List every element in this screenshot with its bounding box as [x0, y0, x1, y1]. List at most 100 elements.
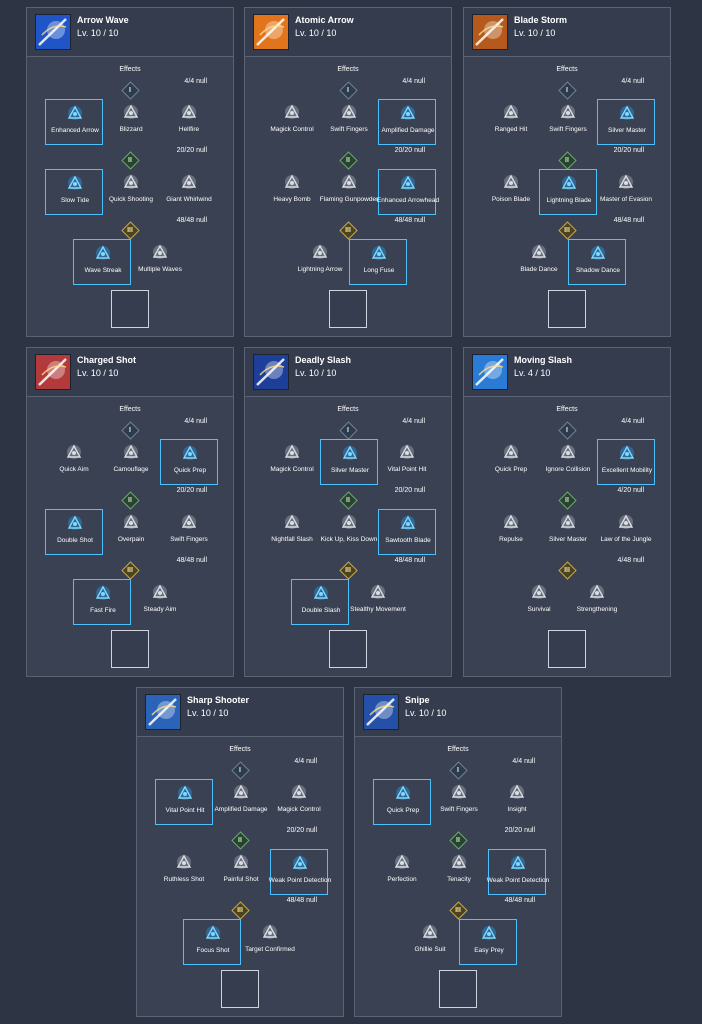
tier-1-numeral: I	[566, 87, 568, 94]
effect-option-silver-master[interactable]: Silver Master	[320, 439, 378, 485]
empty-slot[interactable]	[329, 290, 367, 328]
effect-option-quick-prep[interactable]: Quick Prep	[482, 439, 540, 485]
effect-option-ranged-hit[interactable]: Ranged Hit	[482, 99, 540, 145]
effect-option-wave-streak[interactable]: Wave Streak	[73, 239, 131, 285]
effect-option-quick-aim[interactable]: Quick Aim	[45, 439, 103, 485]
effect-option-flaming-gunpowder[interactable]: Flaming Gunpowder	[320, 169, 378, 215]
effect-option-vital-point-hit[interactable]: Vital Point Hit	[378, 439, 436, 485]
effect-option-focus-shot[interactable]: Focus Shot	[183, 919, 241, 965]
effect-option-painful-shot[interactable]: Painful Shot	[212, 849, 270, 895]
atomic-arrow-icon	[253, 14, 289, 50]
effect-option-blizzard[interactable]: Blizzard	[102, 99, 160, 145]
effect-option-swift-fingers[interactable]: Swift Fingers	[430, 779, 488, 825]
effect-option-swift-fingers[interactable]: Swift Fingers	[160, 509, 218, 555]
effect-option-quick-prep[interactable]: Quick Prep	[160, 439, 218, 485]
effect-option-amplified-damage[interactable]: Amplified Damage	[378, 99, 436, 145]
effect-option-excellent-mobility[interactable]: Excellent Mobility	[597, 439, 655, 485]
tier-2-numeral: II	[565, 157, 569, 164]
effect-option-tenacity[interactable]: Tenacity	[430, 849, 488, 895]
effect-option-lightning-blade[interactable]: Lightning Blade	[539, 169, 597, 215]
empty-slot[interactable]	[111, 630, 149, 668]
effect-option-label: Strengthening	[576, 606, 618, 613]
effect-option-quick-prep[interactable]: Quick Prep	[373, 779, 431, 825]
effect-option-strengthening[interactable]: Strengthening	[568, 579, 626, 625]
weak-point-detection-icon	[290, 853, 310, 873]
effect-option-heavy-bomb[interactable]: Heavy Bomb	[263, 169, 321, 215]
effect-option-shadow-dance[interactable]: Shadow Dance	[568, 239, 626, 285]
tier-3-points: 48/48 null	[613, 217, 644, 224]
effect-option-camouflage[interactable]: Camouflage	[102, 439, 160, 485]
effect-option-giant-whirlwind[interactable]: Giant Whirlwind	[160, 169, 218, 215]
silver-master-icon	[617, 103, 637, 123]
effect-option-double-shot[interactable]: Double Shot	[45, 509, 103, 555]
effect-option-poison-blade[interactable]: Poison Blade	[482, 169, 540, 215]
effect-option-label: Painful Shot	[223, 876, 259, 883]
effect-option-amplified-damage[interactable]: Amplified Damage	[212, 779, 270, 825]
quick-shooting-icon	[121, 172, 141, 192]
effect-option-weak-point-detection[interactable]: Weak Point Detection	[487, 849, 549, 895]
empty-slot[interactable]	[439, 970, 477, 1008]
magick-control-icon	[282, 102, 302, 122]
effect-option-overpain[interactable]: Overpain	[102, 509, 160, 555]
effect-option-double-slash[interactable]: Double Slash	[291, 579, 349, 625]
empty-slot[interactable]	[111, 290, 149, 328]
effect-option-ignore-collision[interactable]: Ignore Collision	[539, 439, 597, 485]
effect-option-ruthless-shot[interactable]: Ruthless Shot	[155, 849, 213, 895]
effect-option-enhanced-arrow[interactable]: Enhanced Arrow	[45, 99, 103, 145]
effect-option-kick-up-kiss-down[interactable]: Kick Up, Kiss Down	[320, 509, 378, 555]
tier-1-numeral: I	[566, 427, 568, 434]
easy-prey-icon	[479, 923, 499, 943]
nightfall-slash-icon	[282, 512, 302, 532]
effect-option-nightfall-slash[interactable]: Nightfall Slash	[263, 509, 321, 555]
effects-label: Effects	[119, 406, 141, 413]
skill-name: Charged Shot	[77, 355, 137, 365]
effect-option-fast-fire[interactable]: Fast Fire	[73, 579, 131, 625]
empty-slot[interactable]	[221, 970, 259, 1008]
effect-option-enhanced-arrowhead[interactable]: Enhanced Arrowhead	[377, 169, 439, 215]
insight-icon	[507, 782, 527, 802]
effect-option-swift-fingers[interactable]: Swift Fingers	[320, 99, 378, 145]
effect-option-hellfire[interactable]: Hellfire	[160, 99, 218, 145]
empty-slot[interactable]	[329, 630, 367, 668]
effect-option-long-fuse[interactable]: Long Fuse	[349, 239, 407, 285]
effect-option-magick-control[interactable]: Magick Control	[263, 99, 321, 145]
effect-option-silver-master[interactable]: Silver Master	[597, 99, 655, 145]
effect-option-sawtooth-blade[interactable]: Sawtooth Blade	[378, 509, 436, 555]
effect-option-lightning-arrow[interactable]: Lightning Arrow	[291, 239, 349, 285]
tier-1-points: 4/4 null	[294, 758, 317, 765]
effect-option-multiple-waves[interactable]: Multiple Waves	[131, 239, 189, 285]
tier-2-points: 20/20 null	[613, 147, 644, 154]
effect-option-silver-master[interactable]: Silver Master	[539, 509, 597, 555]
effect-option-blade-dance[interactable]: Blade Dance	[510, 239, 568, 285]
lightning-arrow-icon	[310, 242, 330, 262]
effect-option-magick-control[interactable]: Magick Control	[270, 779, 328, 825]
effect-option-repulse[interactable]: Repulse	[482, 509, 540, 555]
effect-option-label: Weak Point Detection	[268, 877, 332, 884]
effect-option-label: Excellent Mobility	[601, 467, 653, 474]
effect-option-label: Long Fuse	[363, 267, 395, 274]
empty-slot[interactable]	[548, 630, 586, 668]
effect-option-quick-shooting[interactable]: Quick Shooting	[102, 169, 160, 215]
effect-option-ghillie-suit[interactable]: Ghillie Suit	[401, 919, 459, 965]
empty-slot[interactable]	[548, 290, 586, 328]
effect-option-weak-point-detection[interactable]: Weak Point Detection	[269, 849, 331, 895]
effect-option-swift-fingers[interactable]: Swift Fingers	[539, 99, 597, 145]
effect-option-magick-control[interactable]: Magick Control	[263, 439, 321, 485]
effect-option-stealthy-movement[interactable]: Stealthy Movement	[349, 579, 407, 625]
effect-option-label: Magick Control	[270, 126, 314, 133]
effect-option-label: Poison Blade	[491, 196, 531, 203]
effect-option-insight[interactable]: Insight	[488, 779, 546, 825]
effect-option-slow-tide[interactable]: Slow Tide	[45, 169, 103, 215]
effect-option-steady-aim[interactable]: Steady Aim	[131, 579, 189, 625]
effect-option-law-of-the-jungle[interactable]: Law of the Jungle	[597, 509, 655, 555]
effect-option-survival[interactable]: Survival	[510, 579, 568, 625]
effect-option-vital-point-hit[interactable]: Vital Point Hit	[155, 779, 213, 825]
effect-option-perfection[interactable]: Perfection	[373, 849, 431, 895]
effect-option-easy-prey[interactable]: Easy Prey	[459, 919, 517, 965]
effect-option-label: Repulse	[499, 536, 523, 543]
effect-option-target-confirmed[interactable]: Target Confirmed	[241, 919, 299, 965]
effect-option-master-of-evasion[interactable]: Master of Evasion	[597, 169, 655, 215]
